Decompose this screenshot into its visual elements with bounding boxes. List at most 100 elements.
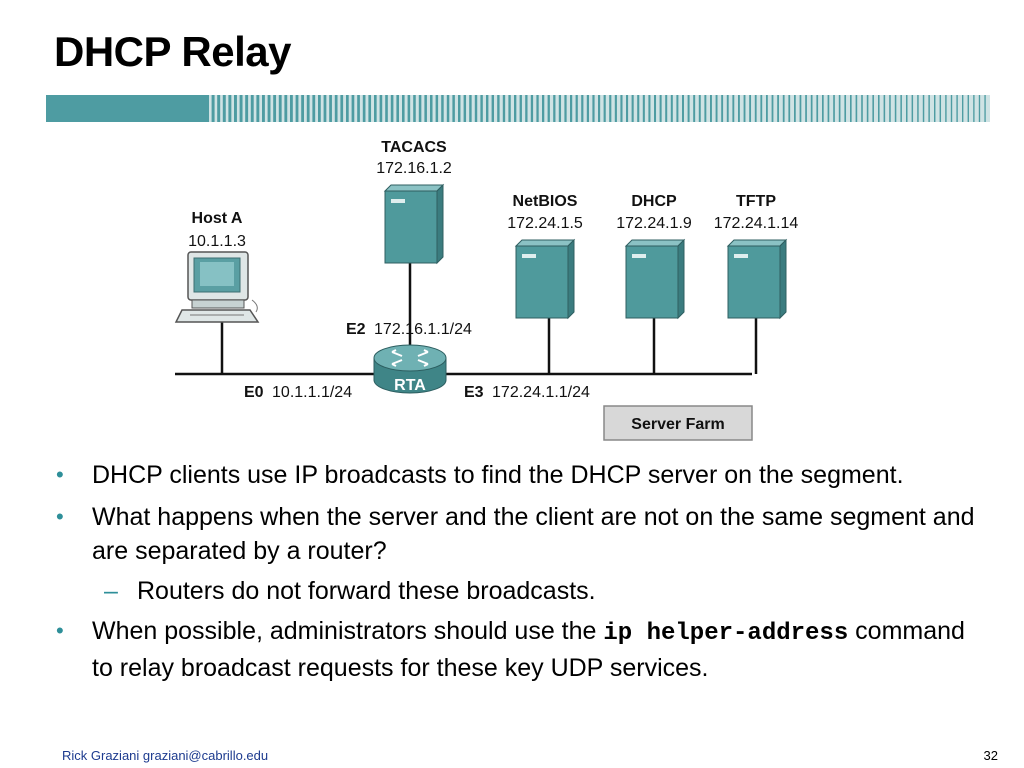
network-diagram: RTA Host A 10.1.1.3 TACACS 172.16.1.2 Ne… bbox=[174, 139, 798, 441]
rule-stripe bbox=[441, 95, 444, 122]
rule-stripe bbox=[346, 95, 349, 122]
rule-stripe bbox=[838, 95, 841, 122]
rule-stripe bbox=[693, 95, 696, 122]
rule-stripe bbox=[732, 95, 735, 122]
rule-stripe bbox=[211, 95, 215, 122]
netbios-ip: 172.24.1.5 bbox=[507, 215, 583, 232]
rule-stripe bbox=[659, 95, 662, 122]
rule-stripe bbox=[754, 95, 757, 122]
rule-stripe bbox=[822, 95, 824, 122]
host-ip: 10.1.1.3 bbox=[188, 233, 246, 250]
rule-stripe bbox=[575, 95, 578, 122]
rule-stripe bbox=[486, 95, 489, 122]
network-links bbox=[175, 262, 758, 376]
rule-stripe bbox=[939, 95, 942, 122]
rule-stripe bbox=[329, 95, 332, 122]
bullet-text-3b: command to relay broadcast requests for … bbox=[92, 617, 965, 682]
rule-stripe bbox=[665, 95, 668, 122]
rule-stripe bbox=[721, 95, 724, 122]
rule-stripe bbox=[245, 95, 249, 122]
bullet-text-2: What happens when the server and the cli… bbox=[92, 503, 975, 565]
rule-stripe bbox=[362, 95, 366, 122]
footer-author: Rick Graziani graziani@cabrillo.edu bbox=[62, 748, 269, 763]
rule-stripe bbox=[357, 95, 360, 122]
rule-stripe bbox=[284, 95, 288, 122]
rule-stripe bbox=[855, 95, 858, 122]
rule-stripe bbox=[452, 95, 455, 122]
rule-stripe bbox=[978, 95, 981, 122]
rule-stripe bbox=[581, 95, 584, 122]
rule-stripe bbox=[570, 95, 573, 122]
rule-stripe bbox=[654, 95, 657, 122]
rule-stripe bbox=[334, 95, 338, 122]
rule-stripe bbox=[827, 95, 830, 122]
tacacs-server-icon bbox=[383, 183, 445, 265]
rule-stripe bbox=[323, 95, 327, 122]
rule-stripe bbox=[418, 95, 422, 122]
rule-stripe bbox=[491, 95, 494, 122]
rule-stripe bbox=[609, 95, 612, 122]
tacacs-name: TACACS bbox=[381, 139, 447, 156]
rule-stripe bbox=[435, 95, 439, 122]
bullet-text-1: DHCP clients use IP broadcasts to find t… bbox=[92, 461, 904, 489]
rule-stripe bbox=[290, 95, 293, 122]
rule-stripe bbox=[368, 95, 372, 122]
bullet-icon: • bbox=[56, 504, 64, 529]
rule-stripe bbox=[262, 95, 265, 122]
rule-stripe bbox=[469, 95, 472, 122]
tacacs-ip: 172.16.1.2 bbox=[376, 160, 452, 177]
rule-stripe bbox=[900, 95, 902, 122]
rule-stripe bbox=[698, 95, 701, 122]
rule-stripe bbox=[547, 95, 550, 122]
bullet-list: • DHCP clients use IP broadcasts to find… bbox=[56, 458, 976, 693]
rule-stripe bbox=[564, 95, 567, 122]
rule-stripe bbox=[351, 95, 355, 122]
e3-port: E3 bbox=[464, 384, 484, 401]
rule-stripe bbox=[614, 95, 617, 122]
rule-stripe bbox=[603, 95, 606, 122]
rule-stripe bbox=[934, 95, 936, 122]
rule-stripe bbox=[738, 95, 740, 122]
rule-stripe bbox=[648, 95, 651, 122]
e2-port: E2 bbox=[346, 321, 366, 338]
rule-stripe bbox=[525, 95, 528, 122]
e2-address: 172.16.1.1/24 bbox=[374, 321, 472, 338]
bullet-icon: • bbox=[56, 618, 64, 643]
rule-stripe bbox=[726, 95, 729, 122]
rule-stripe bbox=[206, 95, 209, 122]
rule-stripe bbox=[278, 95, 282, 122]
rule-stripe bbox=[861, 95, 863, 122]
rule-stripe bbox=[502, 95, 506, 122]
rule-stripe bbox=[799, 95, 802, 122]
rule-stripe bbox=[413, 95, 416, 122]
rule-stripe bbox=[626, 95, 629, 122]
router-icon: RTA bbox=[373, 344, 447, 394]
dhcp-server-icon bbox=[624, 238, 686, 320]
rule-stripe bbox=[480, 95, 483, 122]
sub-bullet-icon: – bbox=[104, 577, 118, 605]
rule-stripe bbox=[794, 95, 796, 122]
rule-stripe bbox=[844, 95, 847, 122]
rule-stripe bbox=[928, 95, 930, 122]
rule-stripe bbox=[508, 95, 511, 122]
rule-stripe bbox=[239, 95, 243, 122]
rule-stripe bbox=[866, 95, 869, 122]
e0-address: 10.1.1.1/24 bbox=[272, 384, 352, 401]
rule-stripe bbox=[788, 95, 791, 122]
rule-stripe bbox=[911, 95, 914, 122]
rule-stripe bbox=[228, 95, 232, 122]
rule-stripe bbox=[514, 95, 517, 122]
bullet-item: • When possible, administrators should u… bbox=[56, 614, 976, 685]
rule-stripe bbox=[519, 95, 522, 122]
netbios-name: NetBIOS bbox=[513, 193, 578, 210]
rule-stripe bbox=[670, 95, 673, 122]
rule-stripe bbox=[273, 95, 277, 122]
rule-stripe bbox=[620, 95, 623, 122]
host-name: Host A bbox=[192, 210, 243, 227]
rule-stripe bbox=[962, 95, 964, 122]
rule-stripe bbox=[906, 95, 908, 122]
rule-stripe bbox=[379, 95, 383, 122]
rule-stripe bbox=[894, 95, 897, 122]
netbios-server-icon bbox=[514, 238, 576, 320]
rule-stripe bbox=[984, 95, 986, 122]
